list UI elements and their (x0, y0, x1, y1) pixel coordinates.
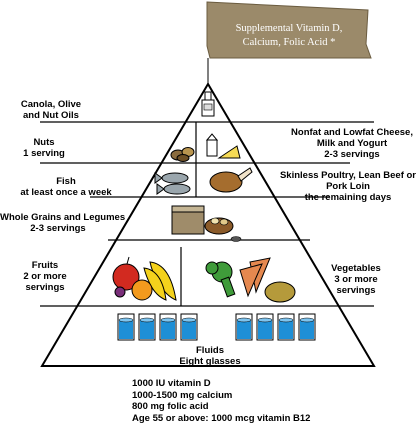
note-vitamin-b12: Age 55 or above: 1000 mcg vitamin B12 (132, 412, 311, 424)
dairy-icon (205, 133, 241, 159)
supplement-notes: 1000 IU vitamin D 1000-1500 mg calcium 8… (132, 378, 310, 424)
fruits-icon (112, 256, 177, 301)
nuts-icon (170, 147, 195, 162)
fish-label: Fish at least once a week (20, 176, 112, 198)
chicken-icon (209, 167, 253, 193)
oil-bottle-icon (201, 91, 215, 117)
note-calcium: 1000-1500 mg calcium (132, 389, 233, 401)
nuts-label: Nuts 1 serving (23, 137, 65, 159)
tier-lines (40, 121, 374, 307)
water-glass-icon (159, 313, 177, 341)
poultry-label: Skinless Poultry, Lean Beef or Pork Loin… (279, 170, 417, 203)
grains-label: Whole Grains and Legumes 2-3 servings (0, 212, 126, 234)
bread-legumes-icon (171, 205, 242, 242)
banner-line-1: Supplemental Vitamin D, (235, 23, 343, 34)
water-glass-icon (180, 313, 198, 341)
vegetables-icon (205, 257, 296, 303)
water-glass-icon (277, 313, 295, 341)
water-glass-icon (117, 313, 135, 341)
supplement-banner-text: Supplemental Vitamin D, Calcium, Folic A… (214, 22, 364, 50)
water-glass-icon (298, 313, 316, 341)
water-glass-icon (256, 313, 274, 341)
fluids-label: Fluids Eight glasses (179, 345, 241, 367)
vegetables-label: Vegetables 3 or more servings (331, 263, 381, 296)
dairy-label: Nonfat and Lowfat Cheese, Milk and Yogur… (291, 127, 413, 160)
note-vitamin-d: 1000 IU vitamin D (132, 378, 211, 389)
water-glasses (117, 313, 316, 341)
supplement-banner (206, 1, 372, 88)
water-glass-icon (138, 313, 156, 341)
oils-label: Canola, Olive and Nut Oils (20, 99, 82, 121)
water-glass-icon (235, 313, 253, 341)
fruits-label: Fruits 2 or more servings (23, 260, 67, 293)
banner-line-2: Calcium, Folic Acid * (242, 37, 336, 48)
note-folic-acid: 800 mg folic acid (132, 401, 209, 412)
fish-icon (154, 172, 191, 195)
